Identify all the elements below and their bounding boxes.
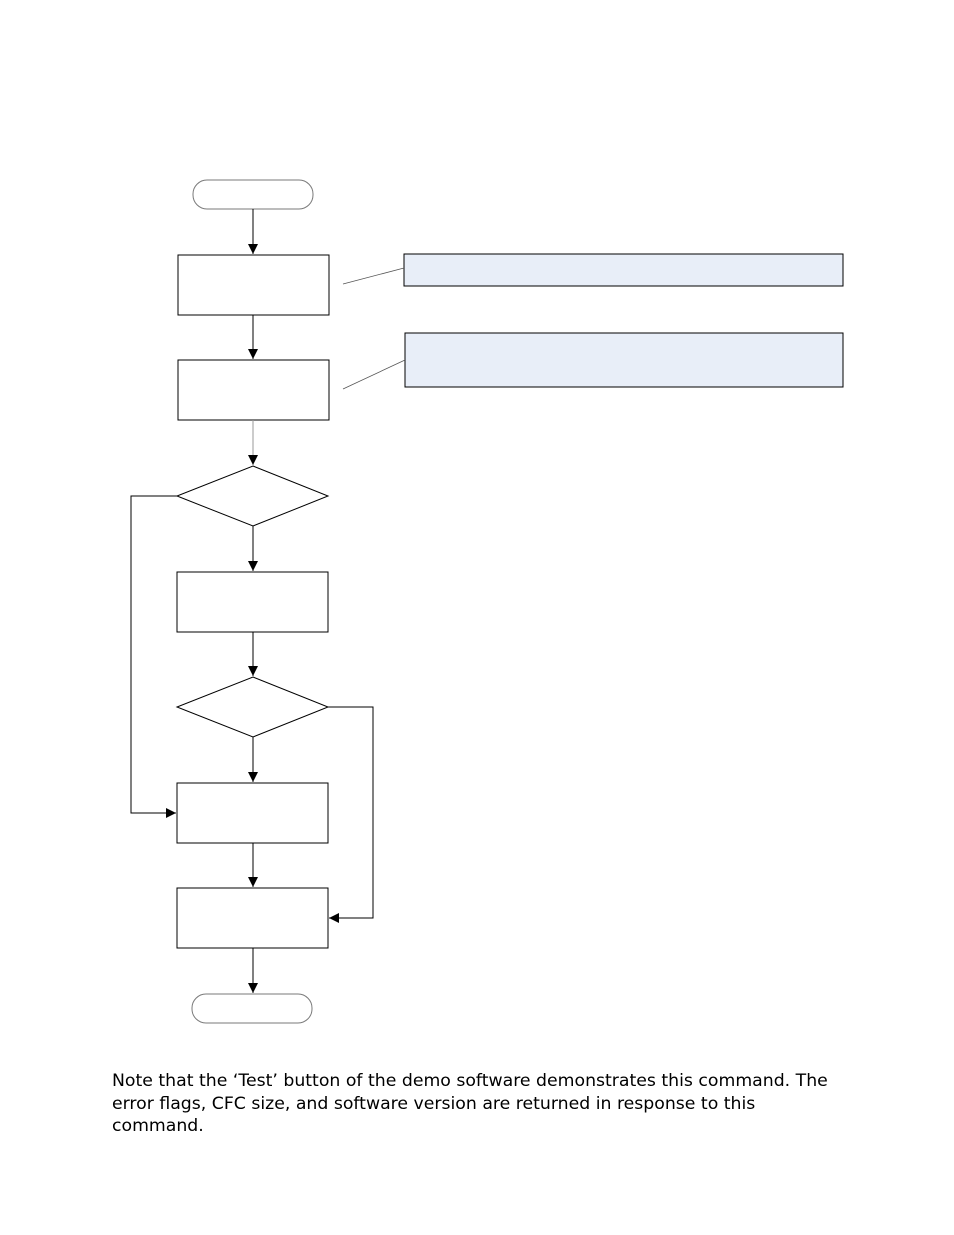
callout-leader-2 xyxy=(342,359,406,390)
process-box-3 xyxy=(176,571,329,633)
process-box-4 xyxy=(176,782,329,844)
callout-box-2 xyxy=(404,332,844,388)
start-terminal xyxy=(192,179,314,210)
process-box-5 xyxy=(176,887,329,949)
decision-1 xyxy=(175,465,330,527)
flowchart xyxy=(130,179,844,1024)
callout-leader-1 xyxy=(342,267,405,285)
note-paragraph: Note that the ‘Test’ button of the demo … xyxy=(112,1071,828,1136)
process-box-1 xyxy=(177,254,330,316)
decision-2 xyxy=(175,676,330,738)
edge-decision-2-bypass xyxy=(328,706,374,923)
end-terminal xyxy=(191,993,313,1024)
callout-box-1 xyxy=(403,253,844,287)
edge-decision-1-bypass xyxy=(130,495,177,818)
process-box-2 xyxy=(177,359,330,421)
